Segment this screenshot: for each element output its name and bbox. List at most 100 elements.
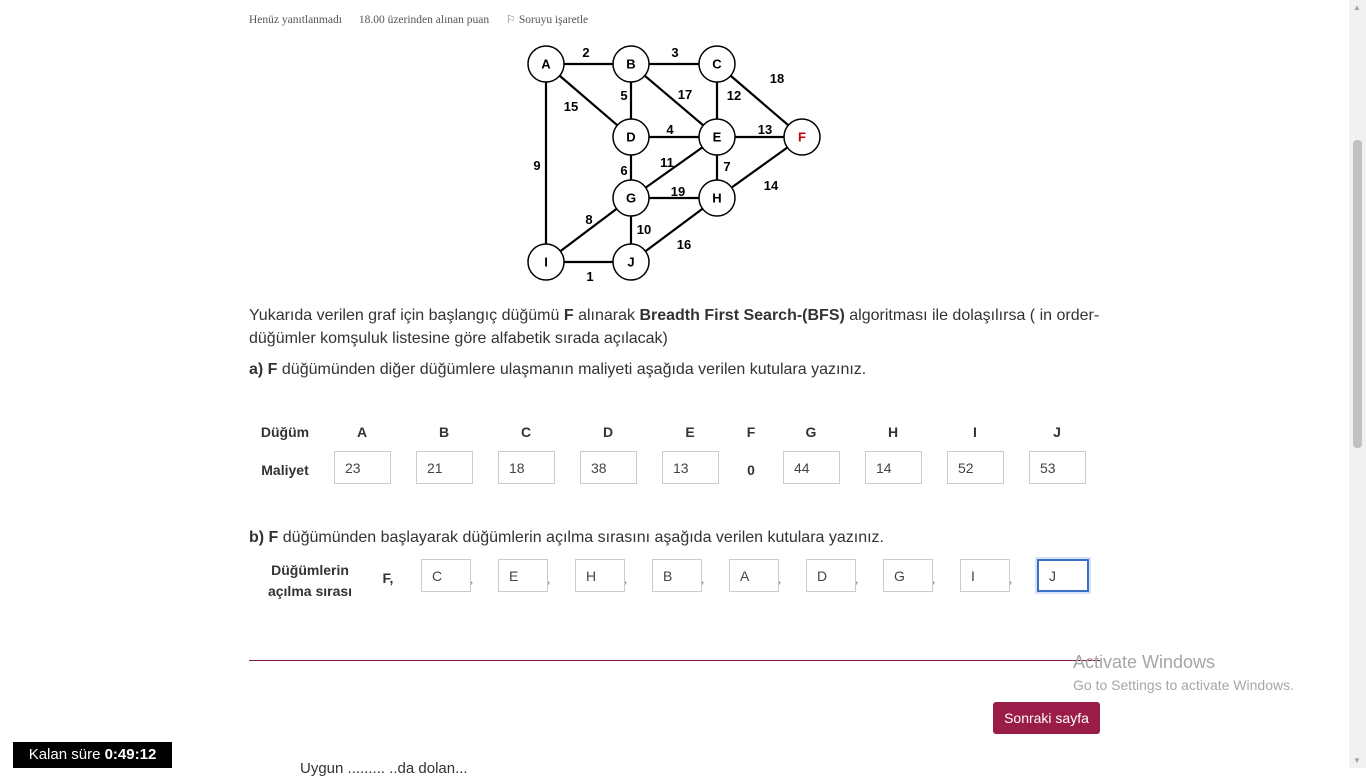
part-a-text: düğümünden diğer düğümlere ulaşmanın mal…: [277, 361, 867, 378]
cost-row-label-node: Düğüm: [260, 424, 310, 440]
cost-header-G: G: [805, 424, 817, 440]
order-separator: ,: [624, 572, 628, 586]
order-input-7[interactable]: [883, 559, 933, 592]
part-b-text: düğümünden başlayarak düğümlerin açılma …: [278, 529, 884, 546]
cost-input-G[interactable]: [783, 451, 840, 484]
graph-edge-weight-A-B: 2: [582, 45, 589, 60]
question-score: 18.00 üzerinden alınan puan: [358, 14, 490, 26]
graph-edge-weight-B-E: 17: [678, 87, 692, 102]
cost-input-J[interactable]: [1029, 451, 1086, 484]
order-input-4[interactable]: [652, 559, 702, 592]
question-paragraph-line2: düğümler komşuluk listesine göre alfabet…: [249, 330, 668, 347]
part-a-instruction: a) F düğümünden diğer düğümlere ulaşmanı…: [249, 358, 866, 381]
order-separator: ,: [470, 572, 474, 586]
graph-edge-weight-F-H: 14: [764, 178, 779, 193]
part-a-prefix: a): [249, 361, 268, 378]
part-a-node: F: [267, 361, 278, 378]
cost-header-D: D: [602, 424, 614, 440]
graph-node-label-D: D: [626, 130, 635, 145]
graph-edge-weight-G-I: 8: [585, 212, 592, 227]
order-input-9[interactable]: [1037, 559, 1089, 592]
graph-node-I: [527, 243, 565, 281]
question-info: Henüz yanıtlanmadı 18.00 üzerinden alına…: [249, 13, 616, 26]
cost-input-B[interactable]: [416, 451, 473, 484]
order-label-line2: açılma sırası: [267, 583, 353, 599]
graph-node-H: [698, 179, 736, 217]
windows-activation-watermark: Activate Windows Go to Settings to activ…: [1073, 652, 1294, 693]
cost-input-I[interactable]: [947, 451, 1004, 484]
order-label-line1: Düğümlerin: [271, 562, 349, 578]
cost-input-A[interactable]: [334, 451, 391, 484]
graph-node-label-F: F: [798, 130, 806, 145]
order-start-node: F,: [382, 570, 394, 586]
order-input-2[interactable]: [498, 559, 548, 592]
order-input-6[interactable]: [806, 559, 856, 592]
watermark-subtitle: Go to Settings to activate Windows.: [1073, 677, 1294, 693]
order-input-8[interactable]: [960, 559, 1010, 592]
graph-node-J: [612, 243, 650, 281]
cost-header-I: I: [973, 424, 977, 440]
cost-input-H[interactable]: [865, 451, 922, 484]
timer-value: 0:49:12: [104, 746, 157, 763]
graph-edge-weight-C-E: 12: [727, 88, 741, 103]
graph-edge-weight-E-H: 7: [723, 159, 730, 174]
scroll-up-icon[interactable]: ▲: [1353, 3, 1361, 12]
graph-node-B: [612, 45, 650, 83]
section-divider: [249, 660, 1100, 661]
part-b-node: F: [268, 529, 279, 546]
para-start-node: F: [563, 307, 574, 324]
graph-node-label-E: E: [713, 130, 722, 145]
order-separator: ,: [932, 572, 936, 586]
graph-edge-weight-G-J: 10: [637, 222, 651, 237]
cost-input-C[interactable]: [498, 451, 555, 484]
scrollbar[interactable]: ▲ ▼: [1349, 0, 1366, 768]
order-separator: ,: [855, 572, 859, 586]
para-text: alınarak: [573, 307, 640, 324]
graph-node-G: [612, 179, 650, 217]
graph-edge-weight-A-I: 9: [533, 158, 540, 173]
graph-edge-weight-E-F: 13: [758, 122, 772, 137]
timer-label: Kalan süre: [28, 746, 101, 763]
order-separator: ,: [701, 572, 705, 586]
graph-node-F: [783, 118, 821, 156]
cost-header-H: H: [887, 424, 899, 440]
cost-input-D[interactable]: [580, 451, 637, 484]
cost-header-C: C: [520, 424, 532, 440]
graph-edge-weight-A-D: 15: [564, 99, 578, 114]
cost-header-A: A: [356, 424, 368, 440]
graph-node-label-J: J: [627, 255, 634, 270]
graph-edge-weight-H-J: 16: [677, 237, 691, 252]
cost-row-label-cost: Maliyet: [261, 462, 309, 478]
graph-edge-weight-I-J: 1: [586, 269, 593, 284]
part-b-prefix: b): [249, 529, 269, 546]
order-label: Düğümlerin açılma sırası: [258, 560, 362, 602]
question-status: Henüz yanıtlanmadı: [249, 14, 342, 26]
order-input-3[interactable]: [575, 559, 625, 592]
graph-node-label-C: C: [712, 57, 722, 72]
graph-node-label-I: I: [544, 255, 548, 270]
flag-question-link[interactable]: ⚐Soruyu işaretle: [506, 14, 602, 26]
order-separator: ,: [547, 572, 551, 586]
next-page-button[interactable]: Sonraki sayfa: [993, 702, 1100, 734]
cost-header-E: E: [685, 424, 695, 440]
scrollbar-thumb[interactable]: [1353, 140, 1362, 448]
question-paragraph-line1: Yukarıda verilen graf için başlangıç düğ…: [249, 304, 1099, 327]
watermark-title: Activate Windows: [1073, 652, 1216, 672]
cut-off-text: Uygun ......... ..da dolan...: [300, 760, 468, 777]
cost-input-E[interactable]: [662, 451, 719, 484]
graph-edge-weight-B-C: 3: [671, 45, 678, 60]
graph-edge-weight-B-D: 5: [620, 88, 627, 103]
graph-node-label-H: H: [712, 191, 721, 206]
order-separator: ,: [778, 572, 782, 586]
graph-edge-weight-D-E: 4: [666, 122, 674, 137]
graph-node-A: [527, 45, 565, 83]
graph-edge-weight-C-F: 18: [770, 71, 784, 86]
graph-edge-weight-D-G: 6: [620, 163, 627, 178]
para-algorithm: Breadth First Search-(BFS): [639, 307, 845, 324]
order-input-5[interactable]: [729, 559, 779, 592]
order-input-1[interactable]: [421, 559, 471, 592]
graph-edge-weight-G-H: 19: [671, 184, 685, 199]
graph-node-D: [612, 118, 650, 156]
graph-node-label-G: G: [626, 191, 636, 206]
scroll-down-icon[interactable]: ▼: [1353, 756, 1361, 765]
